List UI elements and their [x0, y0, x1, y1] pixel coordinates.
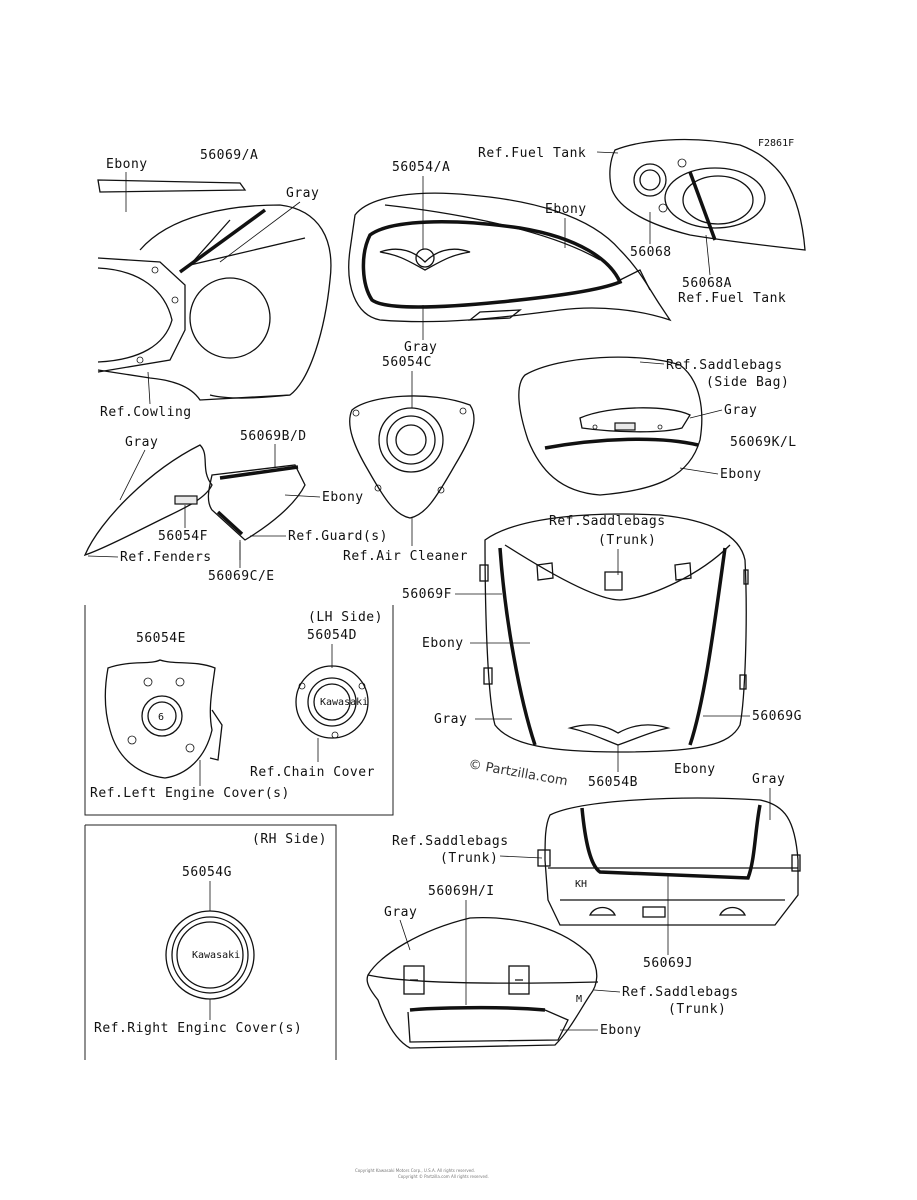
label-56069f: 56069F	[402, 587, 452, 602]
label-ref-fuel-tank-top: Ref.Fuel Tank	[478, 146, 586, 161]
label-56069g: 56069G	[752, 709, 802, 724]
cowling-labels: 56069/A Ebony Gray Ref.Cowling	[100, 148, 319, 420]
rh-side-box: (RH Side) 56054G Ref.Right Enginc Cover(…	[84, 824, 337, 1060]
label-ebony-trunk-front: Ebony	[422, 636, 464, 651]
label-ref-saddlebags-trunk-3: Ref.Saddlebags	[622, 985, 739, 1000]
air-cleaner-labels: 56054C Ref.Air Cleaner	[343, 355, 468, 564]
label-ref-fenders: Ref.Fenders	[120, 550, 212, 565]
label-56054c: 56054C	[382, 355, 432, 370]
label-ref-air-cleaner: Ref.Air Cleaner	[343, 549, 468, 564]
label-ebony-cowling: Ebony	[106, 157, 148, 172]
label-ref-saddlebags-side: Ref.Saddlebags	[666, 358, 783, 373]
trunk-front-labels: Ref.Saddlebags (Trunk) 56069F Ebony Gray…	[402, 514, 802, 790]
fuel-tank-side-drawing	[609, 138, 806, 251]
label-gray-trunk-side: Gray	[384, 905, 417, 920]
label-gray-trunk-front: Gray	[434, 712, 467, 727]
label-trunk-1: (Trunk)	[598, 533, 656, 548]
label-ref-saddlebags-trunk-1: Ref.Saddlebags	[549, 514, 666, 529]
label-56069-kl: 56069K/L	[730, 435, 797, 450]
watermark: © Partzilla.com	[467, 757, 568, 789]
trunk-front-drawing	[479, 513, 749, 753]
label-ref-guards: Ref.Guard(s)	[288, 529, 388, 544]
label-56069-hi: 56069H/I	[428, 884, 495, 899]
svg-text:6: 6	[158, 712, 164, 723]
lh-side-box: (LH Side) 56054E 56054D Ref.Chain Cover …	[84, 605, 394, 816]
fender-drawing	[83, 444, 306, 560]
fuel-tank-drawing	[348, 192, 672, 323]
label-56054b: 56054B	[588, 775, 638, 790]
svg-text:KH: KH	[575, 879, 587, 890]
label-56054d: 56054D	[307, 628, 357, 643]
label-ref-fuel-tank-bottom: Ref.Fuel Tank	[678, 291, 786, 306]
label-56069-a: 56069/A	[200, 148, 258, 163]
svg-text:M: M	[576, 994, 582, 1005]
label-56054-a: 56054/A	[392, 160, 450, 175]
label-ref-left-engine-covers: Ref.Left Engine Cover(s)	[90, 786, 290, 801]
cowling-drawing	[97, 179, 332, 401]
label-56069-ce: 56069C/E	[208, 569, 275, 584]
label-ebony-trunk-side: Ebony	[600, 1023, 642, 1038]
label-56068: 56068	[630, 245, 672, 260]
label-ref-right-engine-covers: Ref.Right Enginc Cover(s)	[94, 1021, 302, 1036]
trunk-side-drawing: M	[366, 916, 599, 1049]
label-gray-tank: Gray	[404, 340, 437, 355]
label-ref-saddlebags-trunk-2: Ref.Saddlebags	[392, 834, 509, 849]
trunk-side-labels: 56069H/I Gray Ref.Saddlebags (Trunk) Ebo…	[384, 884, 739, 1038]
label-ebony-tank: Ebony	[545, 202, 587, 217]
figure-code: F2861F	[758, 138, 794, 149]
label-rh-side: (RH Side)	[252, 832, 327, 847]
label-gray-fender: Gray	[125, 435, 158, 450]
fuel-tank-side-labels: F2861F Ref.Fuel Tank 56068 56068A Ref.Fu…	[478, 138, 794, 306]
label-side-bag: (Side Bag)	[706, 375, 789, 390]
label-trunk-3: (Trunk)	[668, 1002, 726, 1017]
svg-text:Kawasaki: Kawasaki	[192, 950, 240, 961]
footer-line-1: Copyright Kawasaki Motors Corp., U.S.A. …	[355, 1168, 475, 1173]
label-trunk-2: (Trunk)	[440, 851, 498, 866]
label-ref-cowling: Ref.Cowling	[100, 405, 192, 420]
side-bag-labels: Ref.Saddlebags (Side Bag) Gray 56069K/L …	[639, 358, 797, 482]
label-ebony-trunk-bottom: Ebony	[674, 762, 716, 777]
label-56054g: 56054G	[182, 865, 232, 880]
label-56054f: 56054F	[158, 529, 208, 544]
air-cleaner-drawing	[349, 395, 475, 519]
fender-labels: Gray 56069B/D Ebony 56054F Ref.Guard(s) …	[87, 429, 388, 584]
label-gray-cowling: Gray	[286, 186, 319, 201]
label-lh-side: (LH Side)	[308, 610, 383, 625]
label-ebony-fender: Ebony	[322, 490, 364, 505]
label-56069-bd: 56069B/D	[240, 429, 307, 444]
footer-line-2: Copyright © Partzilla.com All rights res…	[398, 1174, 489, 1179]
label-ebony-sidebag: Ebony	[720, 467, 762, 482]
fuel-tank-labels: 56054/A Ebony Gray	[392, 160, 587, 355]
svg-text:Kawasaki: Kawasaki	[320, 697, 368, 708]
label-56054e: 56054E	[136, 631, 186, 646]
label-ref-chain-cover: Ref.Chain Cover	[250, 765, 375, 780]
label-56068a: 56068A	[682, 276, 732, 291]
trunk-top-drawing: KH	[537, 797, 801, 926]
side-bag-drawing	[518, 356, 703, 496]
label-gray-sidebag: Gray	[724, 403, 757, 418]
label-56069j: 56069J	[643, 956, 693, 971]
label-gray-trunk-top: Gray	[752, 772, 785, 787]
trunk-top-labels: Gray Ref.Saddlebags (Trunk) 56069J	[392, 772, 785, 971]
